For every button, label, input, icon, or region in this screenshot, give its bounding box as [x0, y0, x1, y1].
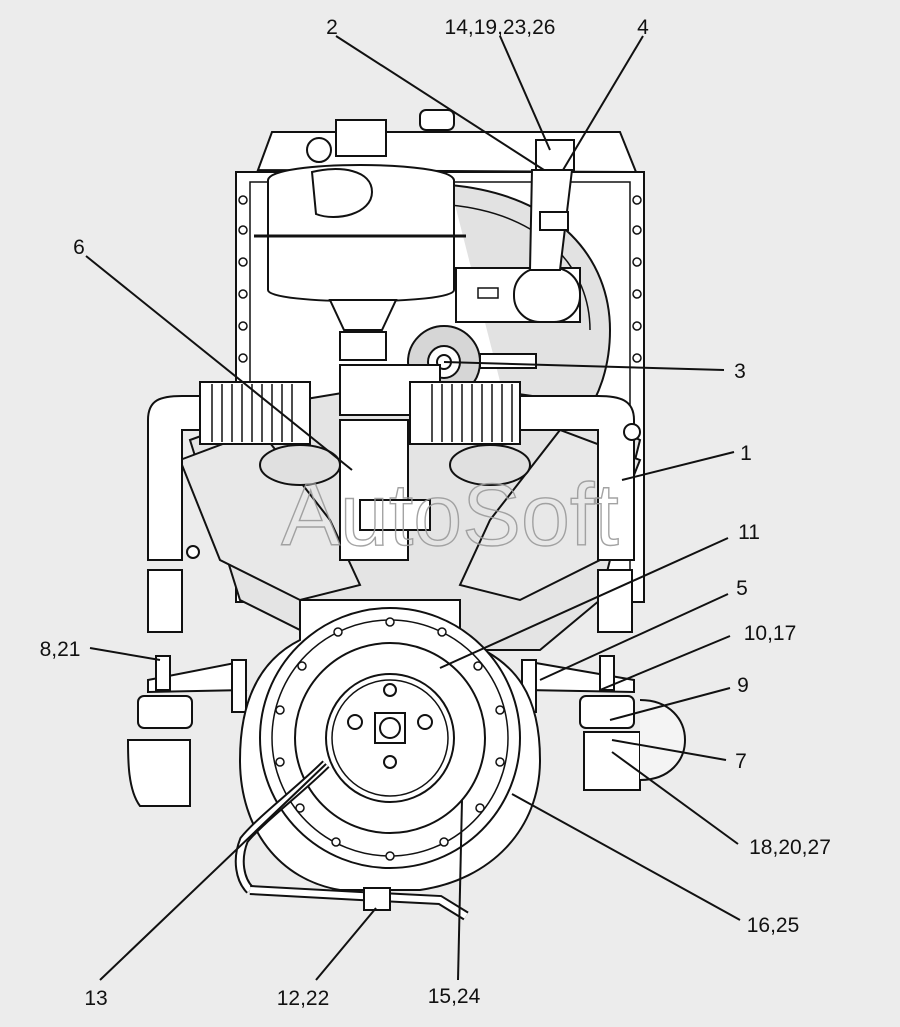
engine-mounts	[126, 655, 686, 807]
callout-10-17: 10,17	[744, 622, 797, 645]
leader-lines	[85, 35, 741, 981]
flywheel-housing	[238, 599, 542, 891]
callout-labels: 2 14,19,23,26 4 6 3 1 11 5 8,21 10,17 9 …	[40, 16, 831, 1010]
callout-14-19-23-26: 14,19,23,26	[445, 16, 556, 39]
callout-11: 11	[738, 521, 760, 544]
callout-4: 4	[637, 16, 649, 39]
callout-2: 2	[326, 16, 338, 39]
callout-1: 1	[740, 442, 752, 465]
callout-15-24: 15,24	[428, 985, 481, 1008]
callout-3: 3	[734, 360, 746, 383]
callout-18-20-27: 18,20,27	[749, 836, 831, 859]
expansion-tank	[254, 164, 466, 361]
callout-8-21: 8,21	[40, 638, 81, 661]
callout-7: 7	[735, 750, 747, 773]
filler-caps	[306, 109, 455, 163]
callout-9: 9	[737, 674, 749, 697]
callout-5: 5	[736, 577, 748, 600]
air-cleaner	[455, 267, 581, 323]
intake-pipes	[147, 381, 641, 633]
watermark: AutoSoft	[281, 465, 619, 564]
callout-16-25: 16,25	[747, 914, 800, 937]
engine-block	[178, 364, 642, 651]
callout-13: 13	[84, 987, 107, 1010]
upper-hose	[528, 139, 575, 271]
callout-6: 6	[73, 236, 85, 259]
callout-12-22: 12,22	[277, 987, 330, 1010]
